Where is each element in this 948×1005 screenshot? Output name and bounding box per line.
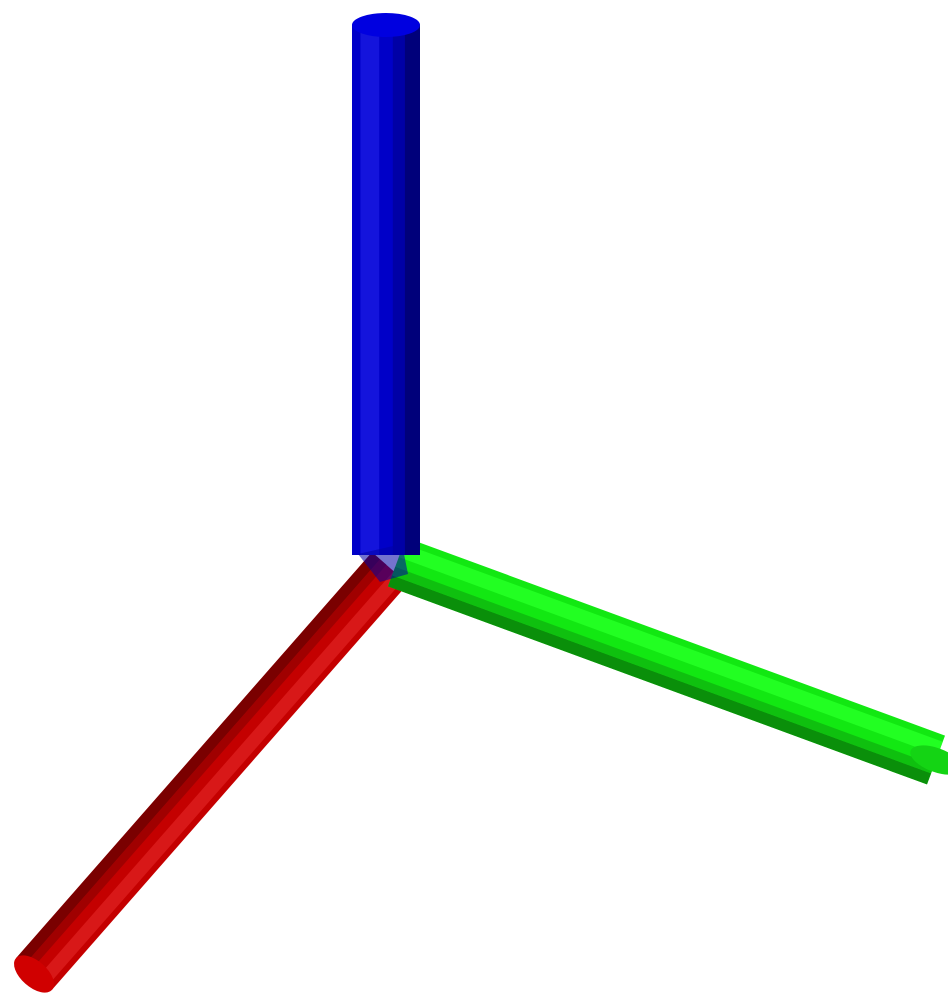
- x-axis-end-cap: [14, 955, 54, 993]
- x-axis-body: [16, 552, 408, 990]
- y-axis-end-cap: [910, 745, 948, 775]
- x-axis-shade-dark: [16, 552, 381, 966]
- z-axis-shade-dark: [404, 25, 420, 555]
- y-axis-highlight: [398, 543, 943, 756]
- z-axis-blue-cylinder: [352, 13, 420, 555]
- z-axis-end-cap: [352, 13, 420, 37]
- y-axis-shade-dark: [388, 575, 932, 785]
- origin-joint: [358, 544, 408, 582]
- y-axis-green-cylinder: [388, 537, 948, 785]
- x-axis-highlight: [37, 571, 404, 986]
- x-axis-shade-mid: [24, 559, 387, 971]
- z-axis-highlight: [360, 25, 380, 555]
- z-axis-shade-mid: [392, 25, 405, 555]
- x-axis-red-cylinder: [14, 552, 408, 993]
- y-axis-shade-mid: [392, 566, 935, 774]
